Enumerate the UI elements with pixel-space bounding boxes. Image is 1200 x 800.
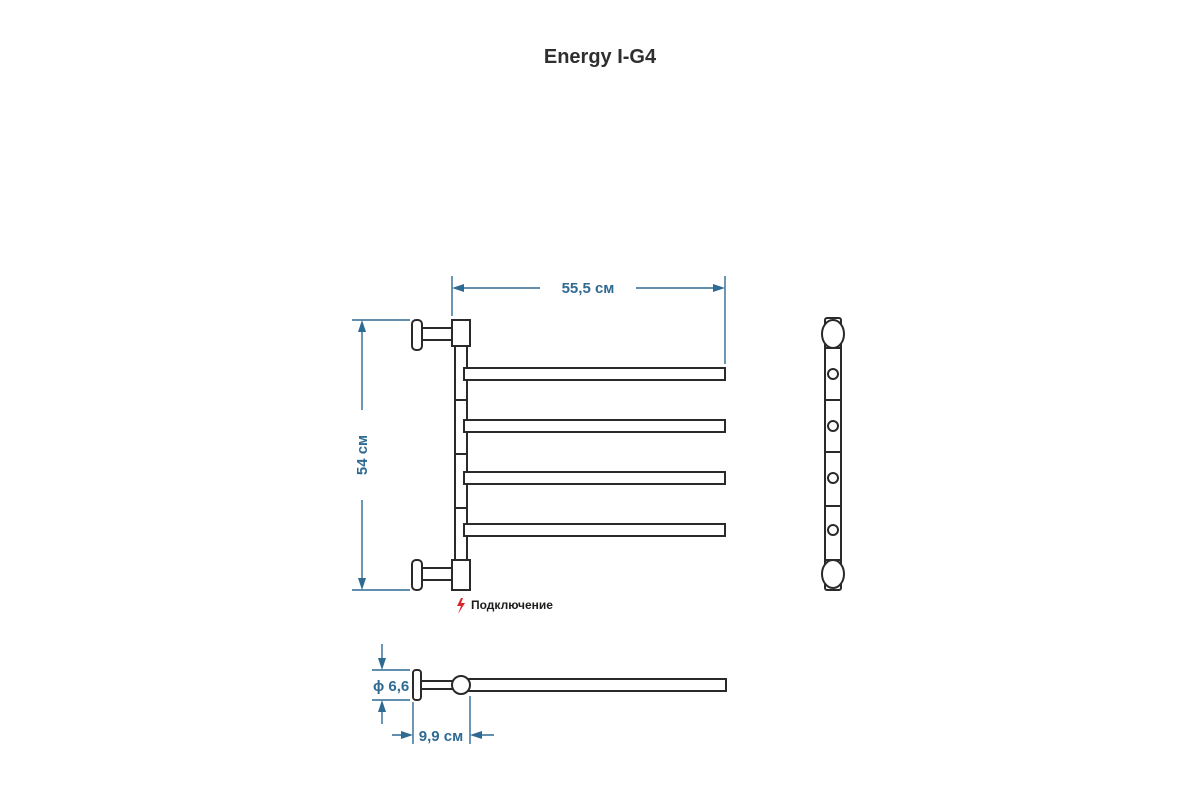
bar-end — [827, 368, 839, 380]
wall-distance-dimension: 9,9 см — [392, 696, 494, 745]
wall-mount-top — [411, 319, 471, 351]
bar-end — [827, 420, 839, 432]
width-label: 55,5 см — [562, 280, 615, 297]
wall-mount-bottom — [411, 559, 471, 591]
diameter-label: ϕ 6,6 — [373, 678, 409, 695]
towel-bar — [463, 367, 726, 381]
front-view: 55,5 см 54 см Подключение — [352, 276, 726, 614]
bar-end — [827, 524, 839, 536]
towel-bars — [463, 367, 726, 537]
width-dimension: 55,5 см — [451, 276, 726, 364]
lightning-icon — [457, 598, 465, 614]
side-view — [821, 317, 845, 591]
towel-bar — [463, 523, 726, 537]
towel-bar — [463, 471, 726, 485]
post-joints — [455, 399, 467, 509]
connection-label: Подключение — [471, 598, 553, 612]
height-label: 54 см — [354, 435, 371, 475]
wall-distance-label: 9,9 см — [419, 728, 463, 745]
product-title: Energy I-G4 — [543, 46, 657, 68]
towel-bar — [463, 419, 726, 433]
top-view: ϕ 6,6 9,9 см — [372, 644, 727, 745]
bar-end — [827, 472, 839, 484]
diameter-dimension: ϕ 6,6 — [372, 644, 410, 724]
connection-note: Подключение — [457, 598, 553, 614]
height-dimension: 54 см — [352, 319, 410, 591]
